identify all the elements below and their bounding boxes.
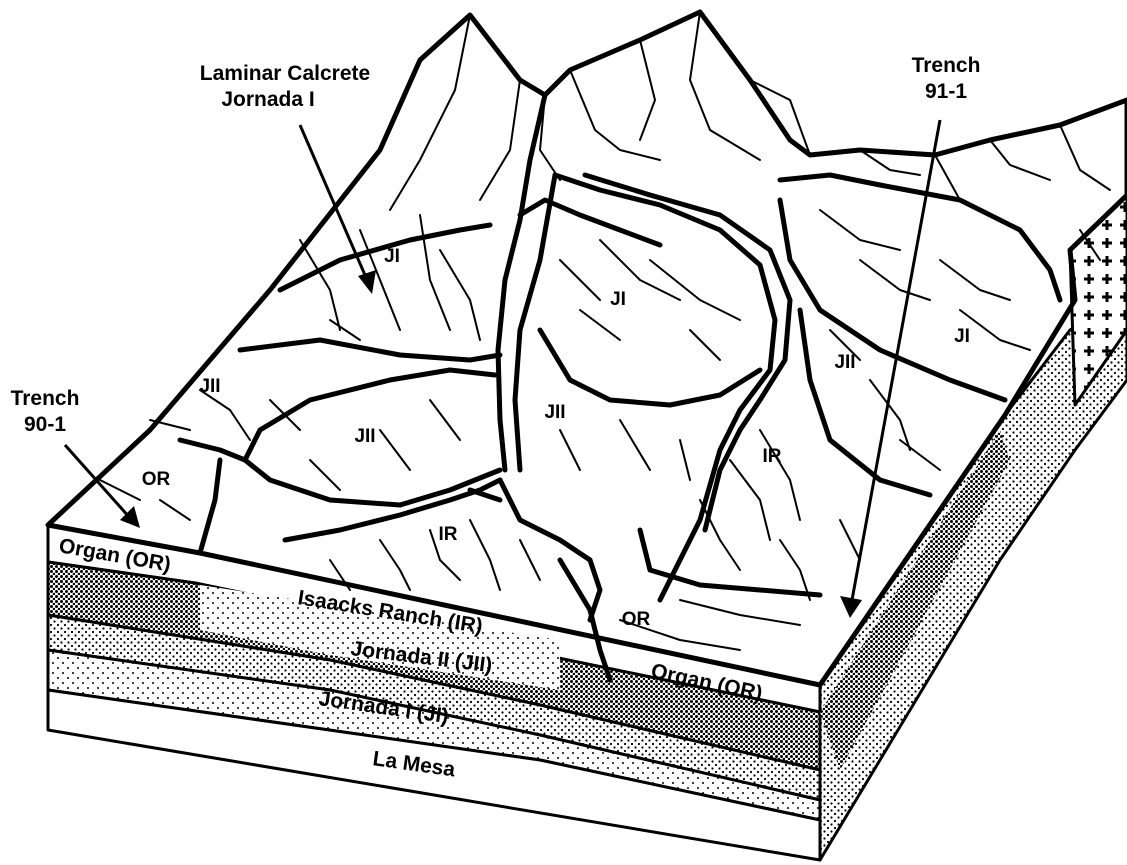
arrow-trench-91-head <box>840 596 862 618</box>
label-trench-91-2: 91-1 <box>925 80 967 103</box>
label-laminar-calcrete-2: Jornada I <box>221 88 314 111</box>
label-trench-91-1: Trench <box>912 54 981 77</box>
unit-ir-center: IR <box>439 524 458 545</box>
unit-ji-center: JI <box>610 289 626 310</box>
unit-ji-left: JI <box>384 246 400 267</box>
unit-ji-right: JI <box>954 326 970 347</box>
unit-jii-far-left: JII <box>199 376 220 397</box>
unit-or-center: OR <box>622 609 651 630</box>
label-trench-90-1: Trench <box>11 387 80 410</box>
unit-jii-left: JII <box>354 426 375 447</box>
unit-jii-right: JII <box>834 352 855 373</box>
unit-jii-center: JII <box>544 402 565 423</box>
arrow-laminar-calcrete-head <box>358 270 376 294</box>
unit-ir-right: IR <box>763 446 782 467</box>
annotations: Laminar Calcrete Jornada I Trench 91-1 T… <box>11 54 981 436</box>
label-trench-90-2: 90-1 <box>24 413 66 436</box>
label-laminar-calcrete-1: Laminar Calcrete <box>200 62 370 85</box>
unit-or-left: OR <box>142 469 171 490</box>
